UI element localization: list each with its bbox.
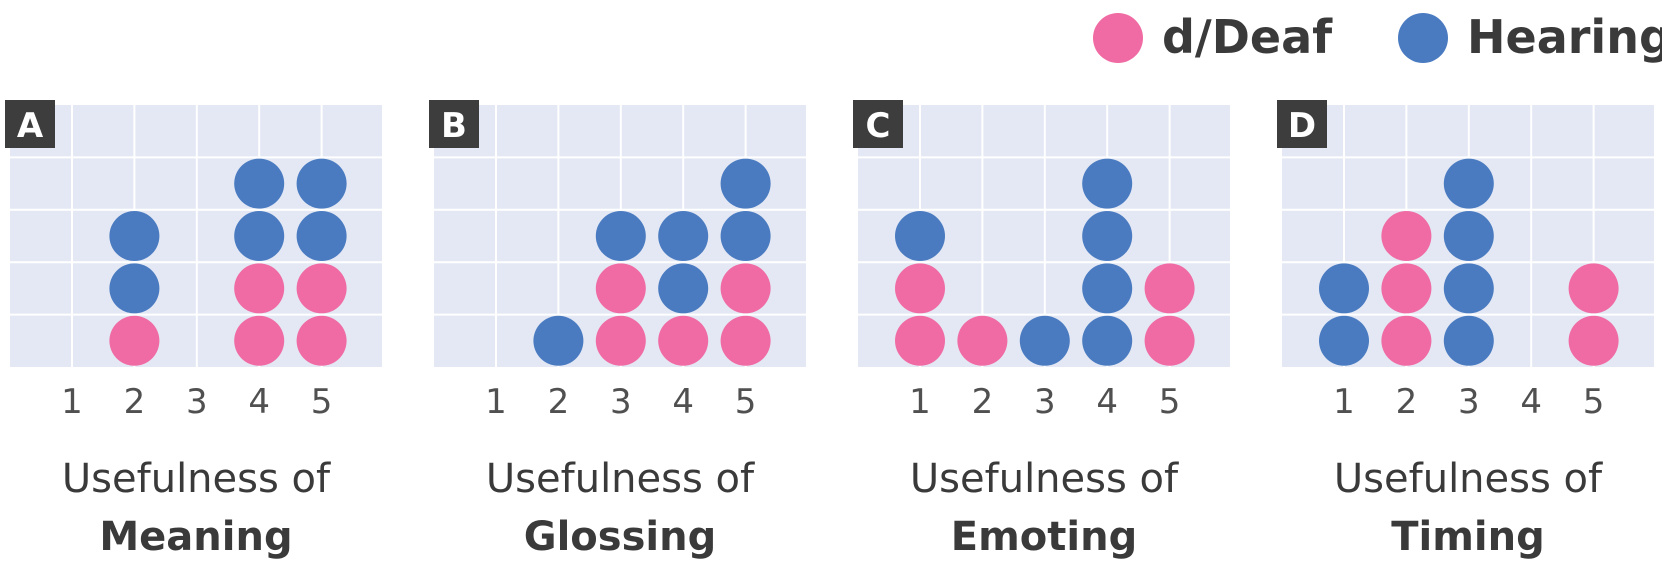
tick-label: 4	[248, 382, 270, 422]
dot-deaf	[658, 315, 709, 366]
dot-hearing	[1082, 211, 1133, 261]
xlabel-line2: Timing	[1391, 514, 1545, 560]
dot-deaf	[1568, 315, 1619, 366]
tick-label: 1	[61, 382, 83, 422]
dot-hearing	[1082, 263, 1133, 314]
dot-deaf	[595, 263, 646, 314]
legend-hearing-label: Hearing	[1467, 10, 1662, 64]
tick-label: 2	[972, 382, 994, 422]
tick-label: 3	[186, 382, 208, 422]
panel-badge	[429, 100, 479, 148]
dot-deaf	[595, 315, 646, 366]
dot-hearing	[895, 211, 945, 261]
dot-hearing	[234, 211, 285, 261]
dot-hearing	[1319, 263, 1369, 314]
legend: d/Deaf Hearing	[1093, 10, 1662, 64]
dot-hearing	[234, 158, 285, 209]
legend-deaf-label: d/Deaf	[1162, 10, 1333, 64]
dot-hearing	[720, 158, 771, 209]
xlabel-line2: Glossing	[524, 514, 716, 560]
tick-label: 5	[311, 382, 333, 422]
tick-label: 3	[1458, 382, 1480, 422]
dot-hearing	[595, 211, 646, 261]
xlabel-line1: Usefulness of	[486, 456, 755, 502]
dot-deaf	[109, 315, 160, 366]
panel-badge	[853, 100, 903, 148]
dot-deaf	[895, 315, 945, 366]
xlabel-line1: Usefulness of	[62, 456, 331, 502]
dot-hearing	[720, 211, 771, 261]
dot-hearing	[1082, 315, 1133, 366]
legend-deaf-marker	[1093, 13, 1143, 63]
dot-hearing	[658, 211, 709, 261]
dot-hearing	[1443, 158, 1494, 209]
dot-deaf	[1144, 263, 1195, 314]
tick-label: 4	[1520, 382, 1542, 422]
tick-label: 5	[1583, 382, 1605, 422]
tick-label: 1	[1333, 382, 1355, 422]
tick-label: 1	[909, 382, 931, 422]
dot-hearing	[658, 263, 709, 314]
tick-label: 3	[1034, 382, 1056, 422]
panel-badge	[5, 100, 55, 148]
tick-label: 2	[124, 382, 146, 422]
legend-hearing-marker	[1398, 13, 1448, 63]
dot-deaf	[1381, 315, 1432, 366]
dot-hearing	[109, 263, 160, 314]
dot-deaf	[234, 315, 285, 366]
tick-label: 2	[1396, 382, 1418, 422]
xlabel-line1: Usefulness of	[1334, 456, 1603, 502]
dot-deaf	[720, 315, 771, 366]
panel-letter: B	[441, 106, 467, 146]
tick-label: 2	[548, 382, 570, 422]
dot-hearing	[296, 158, 347, 209]
dot-deaf	[1381, 263, 1432, 314]
dot-hearing	[1319, 315, 1369, 366]
dot-hearing	[1443, 211, 1494, 261]
panel-badge	[1277, 100, 1327, 148]
panel-letter: C	[866, 106, 891, 146]
dot-deaf	[720, 263, 771, 314]
tick-label: 4	[1096, 382, 1118, 422]
dot-hearing	[533, 315, 584, 366]
panel-letter: A	[17, 106, 44, 146]
dot-deaf	[957, 315, 1008, 366]
tick-label: 1	[485, 382, 507, 422]
dot-deaf	[895, 263, 945, 314]
dot-hearing	[1443, 315, 1494, 366]
dot-hearing	[1082, 158, 1133, 209]
dot-deaf	[296, 315, 347, 366]
panel-letter: D	[1288, 106, 1316, 146]
dot-hearing	[296, 211, 347, 261]
dot-deaf	[234, 263, 285, 314]
dot-hearing	[109, 211, 160, 261]
dot-deaf	[1568, 263, 1619, 314]
dot-deaf	[1144, 315, 1195, 366]
xlabel-line2: Meaning	[99, 514, 292, 560]
dot-deaf	[1381, 211, 1432, 261]
tick-label: 5	[735, 382, 757, 422]
dot-hearing	[1019, 315, 1070, 366]
tick-label: 4	[672, 382, 694, 422]
tick-label: 3	[610, 382, 632, 422]
tick-label: 5	[1159, 382, 1181, 422]
dot-hearing	[1443, 263, 1494, 314]
xlabel-line1: Usefulness of	[910, 456, 1179, 502]
xlabel-line2: Emoting	[951, 514, 1137, 560]
dot-deaf	[296, 263, 347, 314]
